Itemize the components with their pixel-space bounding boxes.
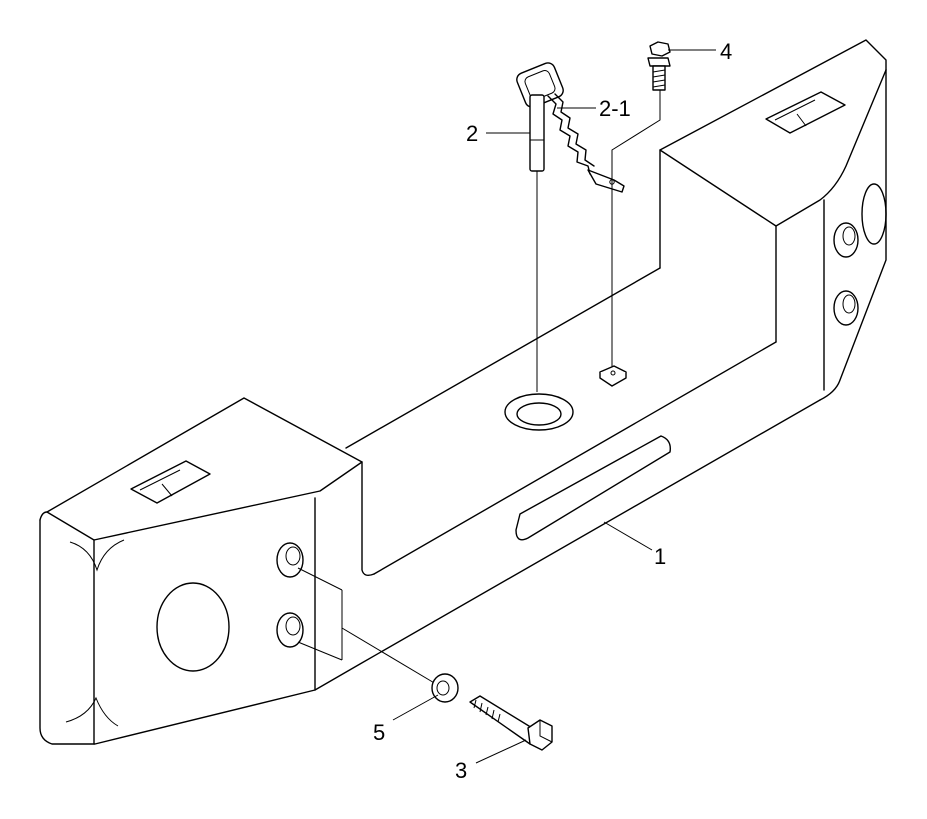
callout-5: 5 — [373, 720, 385, 745]
hex-bolt-part-3 — [469, 695, 553, 751]
callout-3: 3 — [455, 758, 467, 783]
callout-1: 1 — [654, 544, 666, 569]
pin-part-2 — [516, 62, 564, 392]
bracket-body — [39, 39, 887, 745]
callout-4: 4 — [720, 39, 732, 64]
callout-2: 2 — [466, 121, 478, 146]
leader-lines — [392, 49, 716, 764]
bolt-part-4 — [599, 41, 671, 387]
chain-part-2-1 — [547, 93, 625, 193]
callout-2-1: 2-1 — [599, 96, 631, 121]
washer-part-5 — [297, 567, 459, 703]
